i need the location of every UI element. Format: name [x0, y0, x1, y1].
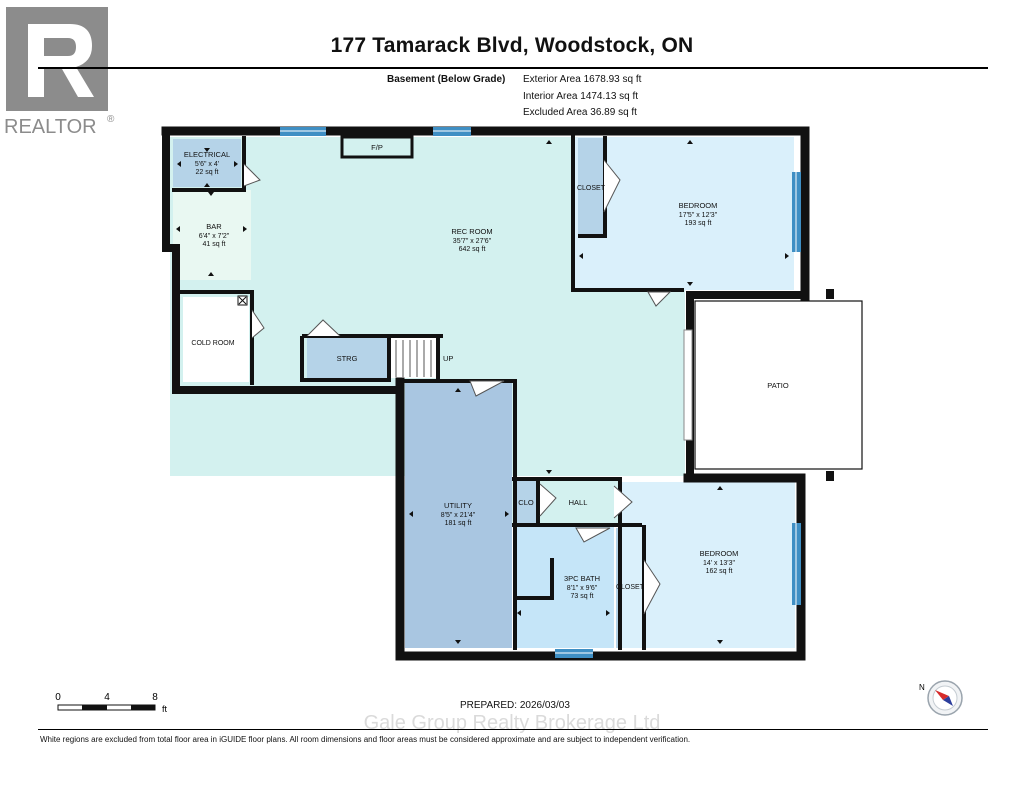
scale-unit: ft	[162, 704, 168, 714]
scale-tick-4: 4	[104, 692, 110, 703]
scale-bar: 0 4 8 ft	[55, 692, 168, 714]
cold-room-label: COLD ROOM	[191, 340, 234, 347]
scale-tick-8: 8	[152, 692, 158, 703]
stairs-up-label: UP	[443, 354, 453, 363]
clo-fill	[515, 481, 537, 523]
interior-area: Interior Area 1474.13 sq ft	[523, 91, 639, 102]
registered-mark: ®	[107, 114, 115, 125]
prepared-date: PREPARED: 2026/03/03	[460, 700, 570, 711]
bar-label: BAR	[206, 222, 222, 231]
realtor-logo: REALTOR ®	[4, 7, 115, 138]
realtor-logo-text: REALTOR	[4, 116, 97, 138]
bedroom2-dims: 14' x 13'3"	[703, 560, 736, 567]
bath-fill	[514, 527, 614, 648]
bedroom1-fill	[574, 137, 794, 290]
bedroom2-fill	[622, 482, 795, 648]
bedroom2-label: BEDROOM	[700, 549, 739, 558]
hall-label: HALL	[569, 498, 588, 507]
excluded-area: Excluded Area 36.89 sq ft	[523, 107, 637, 118]
patio-sliding-door	[683, 329, 693, 441]
utility-fill	[405, 382, 512, 648]
bath-area: 73 sq ft	[571, 593, 594, 600]
strg-label: STRG	[337, 354, 358, 363]
utility-area: 181 sq ft	[445, 520, 472, 527]
disclaimer-text: White regions are excluded from total fl…	[40, 735, 691, 744]
electrical-fill	[173, 139, 241, 187]
compass-icon: N	[919, 680, 963, 716]
fireplace-box	[340, 135, 414, 159]
utility-label: UTILITY	[444, 501, 472, 510]
bar-dims: 6'4" x 7'2"	[199, 233, 230, 240]
electrical-area: 22 sq ft	[196, 169, 219, 176]
cold-room-fill	[183, 297, 249, 382]
stairs-fill	[390, 338, 438, 378]
clo-label: CLO	[518, 498, 534, 507]
bar-area: 41 sq ft	[203, 241, 226, 248]
stairs	[395, 340, 432, 377]
closet2-label: CLOSET	[616, 584, 645, 591]
bath-label: 3PC BATH	[564, 574, 600, 583]
window-panes	[280, 130, 797, 654]
closet1-label: CLOSET	[577, 185, 606, 192]
bedroom1-dims: 17'5" x 12'3"	[679, 212, 718, 219]
patio-fill	[695, 301, 862, 469]
patio-label: PATIO	[767, 381, 789, 390]
utility-dims: 8'5" x 21'4"	[441, 512, 476, 519]
footer-divider	[38, 729, 988, 730]
rec-room-area: 642 sq ft	[459, 246, 486, 253]
scale-tick-0: 0	[55, 692, 61, 703]
patio	[694, 289, 863, 481]
rec-room-dims: 35'7" x 27'6"	[453, 238, 492, 245]
bedroom1-label: BEDROOM	[679, 201, 718, 210]
exterior-area: Exterior Area 1678.93 sq ft	[523, 74, 642, 85]
electrical-dims: 5'6" x 4'	[195, 161, 219, 168]
compass-north-label: N	[919, 683, 925, 692]
bedroom2-area: 162 sq ft	[706, 568, 733, 575]
fireplace-label: F/P	[371, 143, 383, 152]
dimension-arrows	[176, 140, 789, 644]
bar-fill	[173, 190, 251, 280]
bath-dims: 8'1" x 9'6"	[567, 585, 598, 592]
rec-room-label: REC ROOM	[451, 227, 492, 236]
door-swings	[243, 159, 672, 615]
bedroom1-area: 193 sq ft	[685, 220, 712, 227]
level-name: Basement (Below Grade)	[387, 74, 506, 85]
title-divider	[38, 67, 988, 69]
watermark: Gale Group Realty Brokerage Ltd	[363, 712, 661, 734]
page-title: 177 Tamarack Blvd, Woodstock, ON	[330, 34, 694, 57]
closet1-fill	[578, 138, 604, 234]
electrical-label: ELECTRICAL	[184, 150, 230, 159]
strg-fill	[307, 338, 387, 378]
